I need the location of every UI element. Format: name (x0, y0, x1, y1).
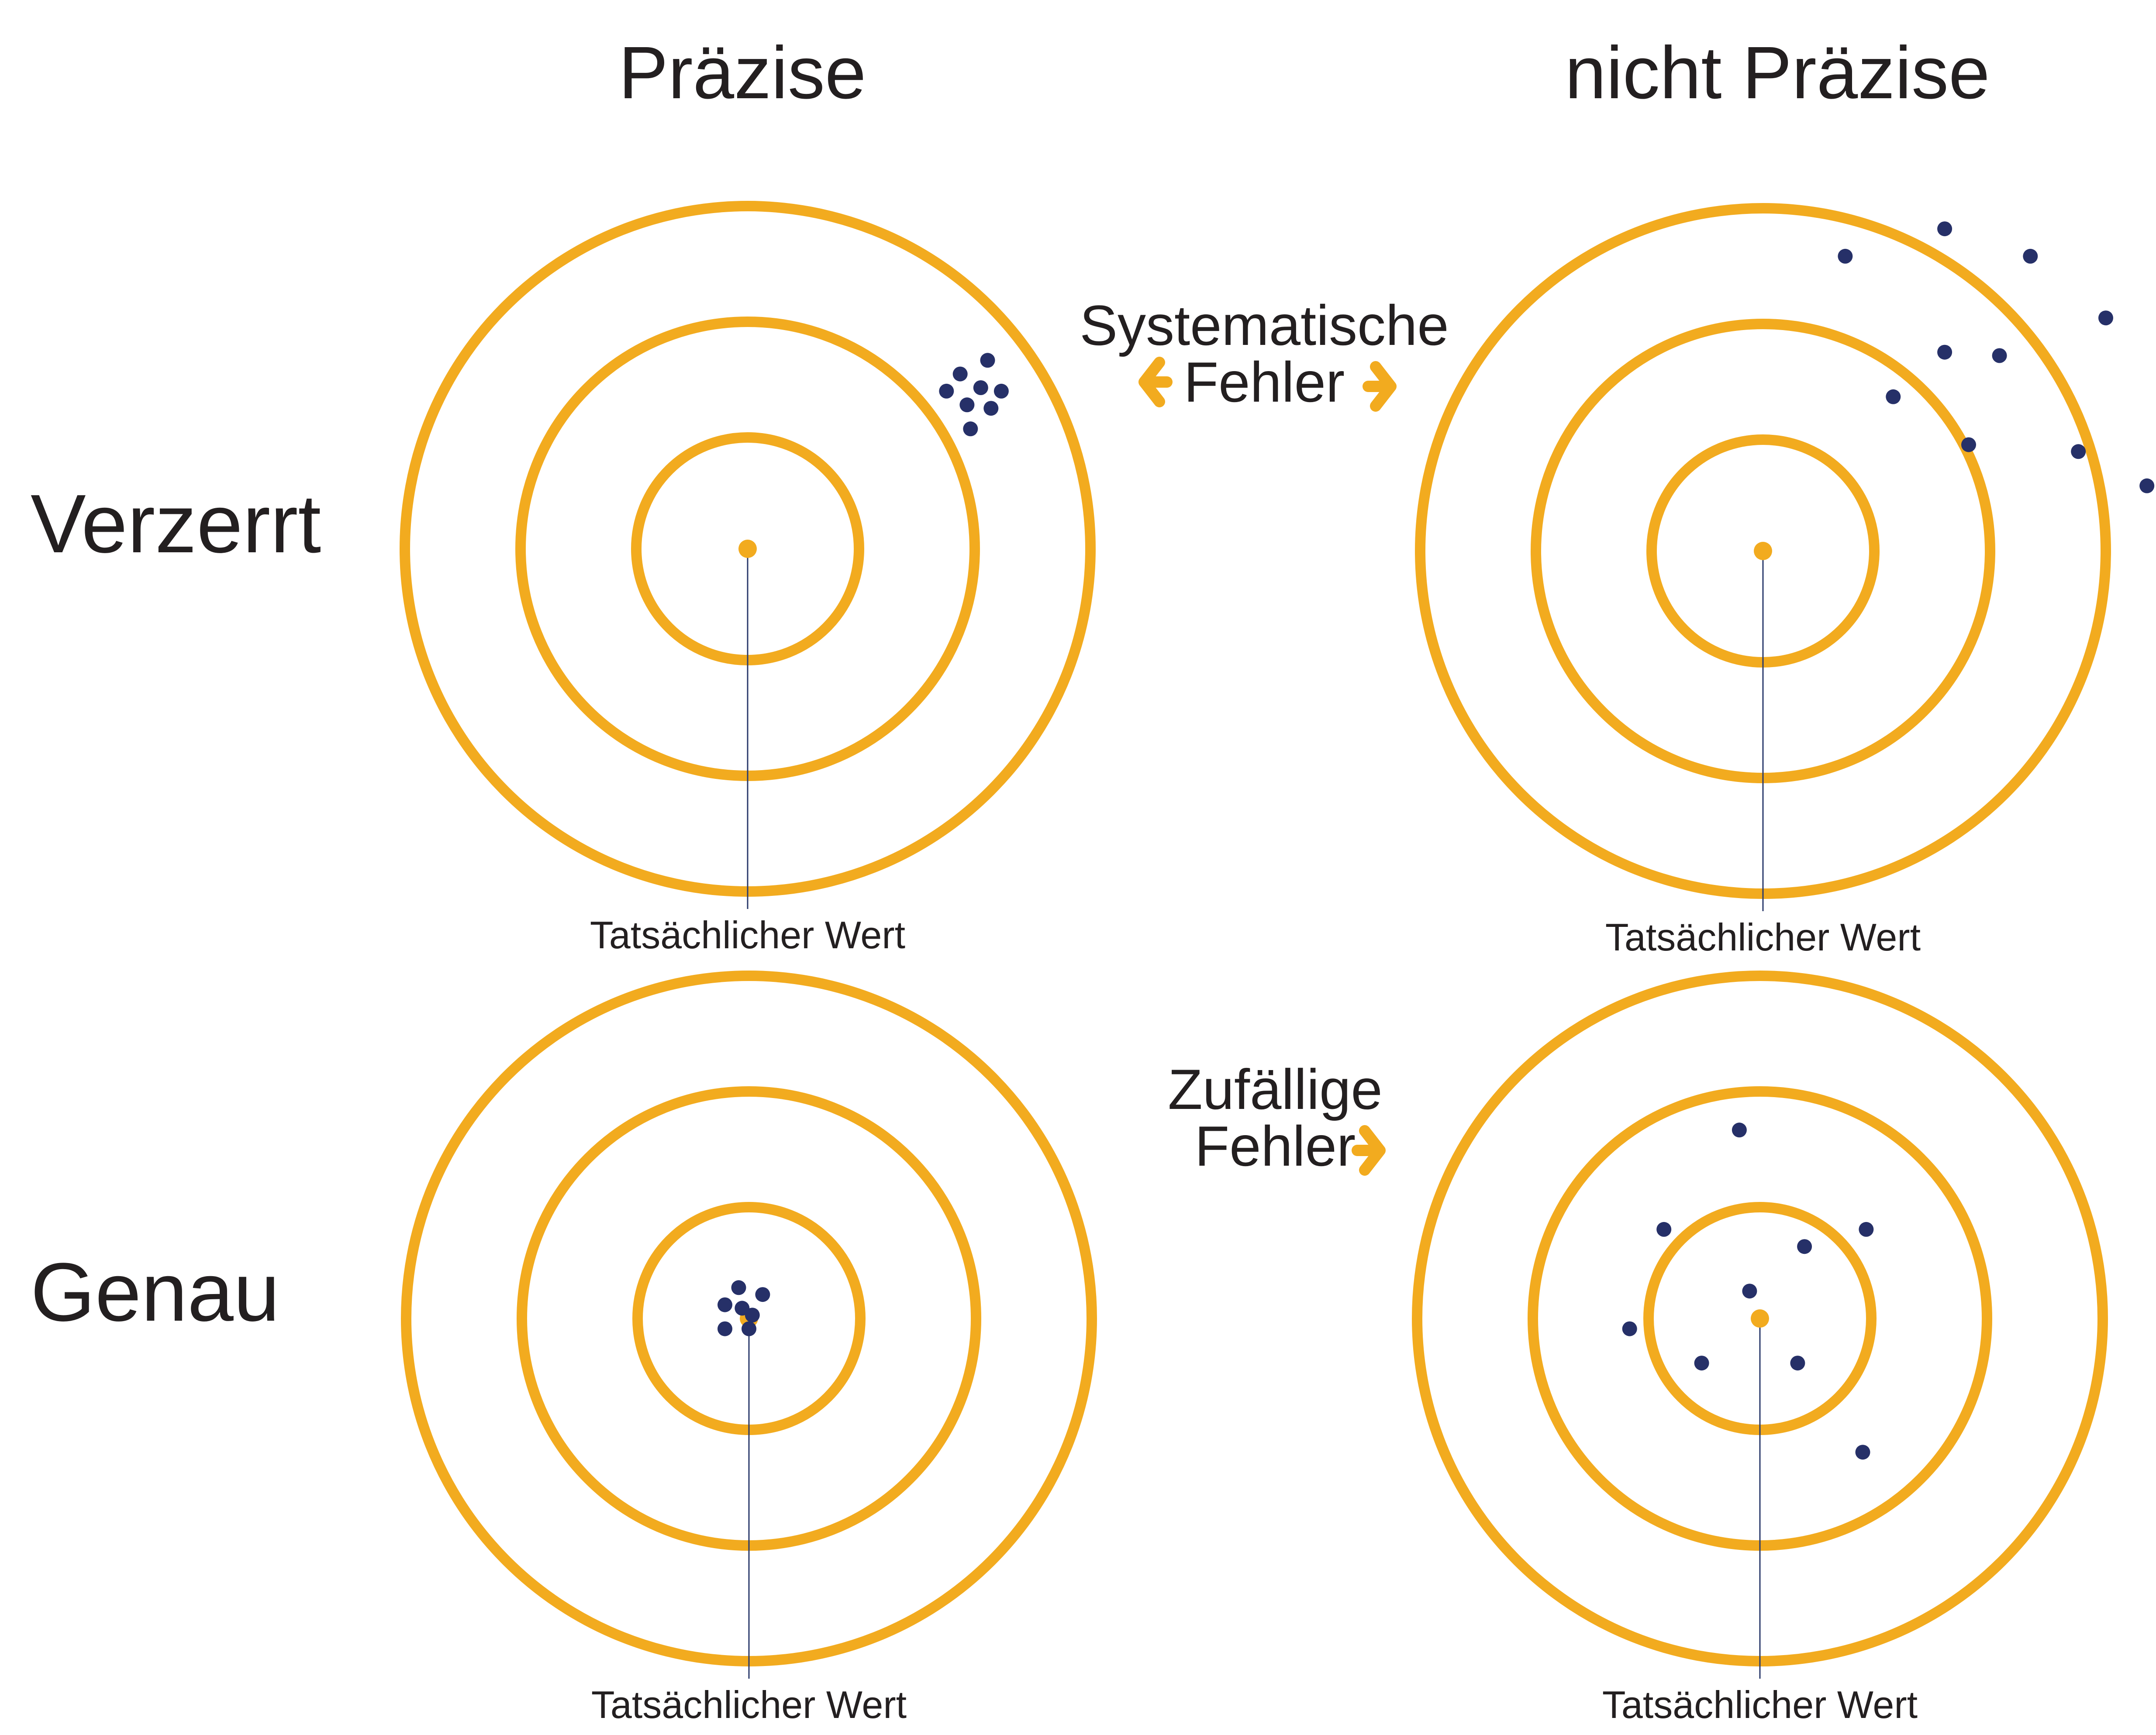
target-accurate-precise: Tatsächlicher Wert (401, 971, 1097, 1726)
shot-point (731, 1280, 746, 1295)
shot-point (1886, 389, 1901, 404)
random-error-line1: Zufällige (1168, 1057, 1382, 1121)
random-error-line2: Fehler (1195, 1114, 1356, 1178)
shot-point (2023, 248, 2038, 264)
target-biased-precise: Tatsächlicher Wert (400, 201, 1096, 957)
shot-point (1859, 1222, 1874, 1237)
shot-point (742, 1321, 756, 1336)
shot-point (1992, 348, 2007, 363)
shot-point (755, 1287, 770, 1302)
shot-point (1797, 1239, 1812, 1254)
shot-point (983, 401, 999, 416)
true-value-dot (738, 540, 757, 558)
shot-point (1742, 1284, 1757, 1299)
systematic-error-line1: Systematische (1080, 293, 1449, 357)
row-label-accurate: Genau (31, 1246, 279, 1339)
true-value-dot (1754, 542, 1772, 560)
target-biased-not-precise: Tatsächlicher Wert (1415, 203, 2155, 959)
target-accurate-not-precise: Tatsächlicher Wert (1412, 971, 2108, 1726)
shot-point (718, 1297, 732, 1312)
shot-point (963, 421, 978, 437)
shot-point (2098, 310, 2113, 326)
header-precise: Präzise (619, 31, 866, 114)
shot-point (973, 380, 988, 395)
shot-point (718, 1321, 732, 1336)
shot-point (993, 383, 1009, 399)
shot-point (1855, 1445, 1870, 1460)
row-label-biased: Verzerrt (31, 478, 321, 570)
shot-point (2139, 478, 2155, 493)
header-not-precise: nicht Präzise (1565, 31, 1990, 114)
shot-point (745, 1308, 760, 1323)
shot-point (1961, 437, 1976, 452)
true-value-label: Tatsächlicher Wert (1602, 1683, 1918, 1726)
shot-point (959, 397, 975, 413)
shot-point (2071, 444, 2086, 459)
shot-point (939, 383, 954, 399)
systematic-error-line2: Fehler (1184, 350, 1345, 414)
shot-point (1694, 1356, 1709, 1371)
shot-point (1622, 1321, 1637, 1336)
true-value-dot (1751, 1309, 1769, 1328)
shot-point (952, 366, 968, 382)
shot-point (980, 353, 995, 368)
shot-point (1656, 1222, 1672, 1237)
shot-point (1937, 344, 1952, 360)
true-value-label: Tatsächlicher Wert (590, 913, 905, 957)
true-value-label: Tatsächlicher Wert (591, 1683, 907, 1726)
shot-point (1937, 221, 1952, 237)
shot-point (1790, 1356, 1805, 1371)
shot-point (1838, 248, 1853, 264)
shot-point (1732, 1122, 1747, 1138)
true-value-label: Tatsächlicher Wert (1605, 916, 1921, 959)
